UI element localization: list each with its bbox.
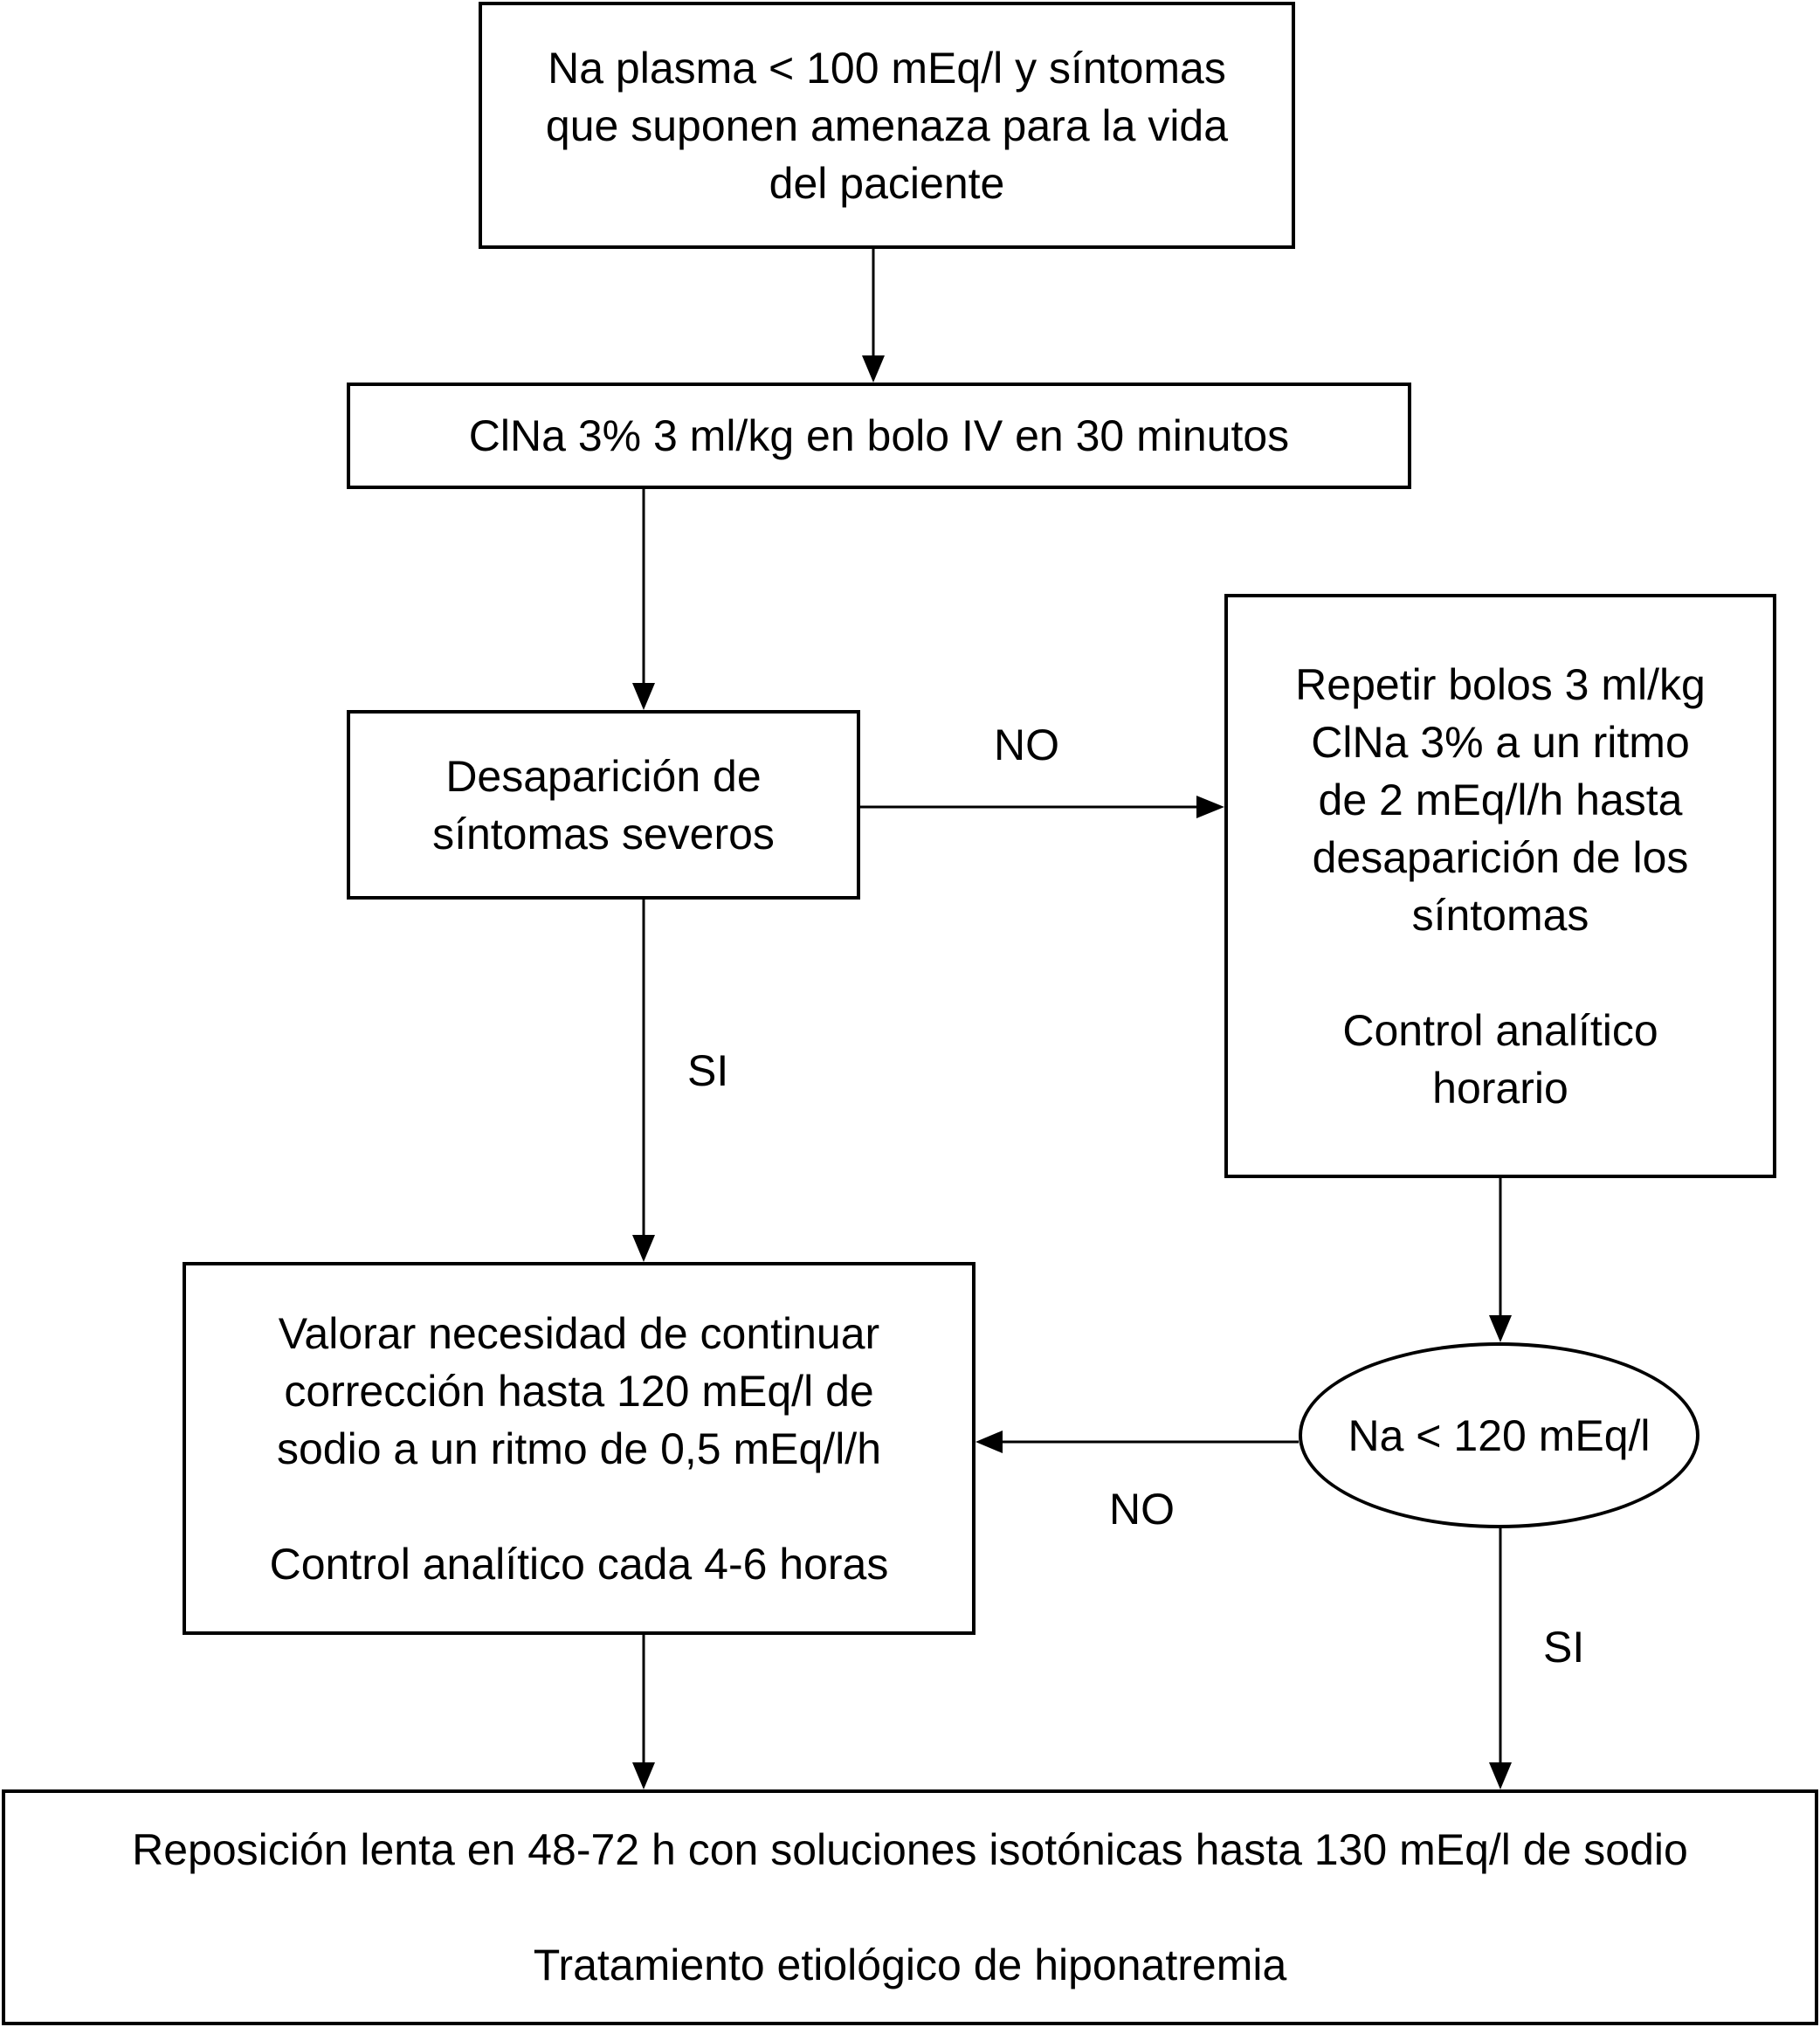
assess-correction-control: Control analítico cada 4-6 horas (269, 1539, 889, 1589)
edge-label-na-si: SI (1543, 1623, 1585, 1672)
arrowhead-assess-to-final (632, 1762, 655, 1789)
arrowhead-nacheck-to-assess (975, 1431, 1003, 1453)
arrowhead-start-to-bolus (862, 355, 885, 383)
arrowhead-decision-to-assess (632, 1235, 655, 1262)
repeat-bolus-line-2: ClNa 3% a un ritmo (1311, 717, 1690, 767)
start-node: Na plasma < 100 mEq/l y síntomas que sup… (479, 2, 1295, 249)
na-check-text: Na < 120 mEq/l (1348, 1410, 1651, 1460)
start-line-2: que suponen amenaza para la vida (545, 100, 1229, 150)
arrowhead-bolus-to-decision (632, 683, 655, 710)
edge-label-symptoms-si: SI (687, 1046, 729, 1095)
na-check-node: Na < 120 mEq/l (1299, 1342, 1699, 1528)
repeat-bolus-line-3: de 2 mEq/l/h hasta (1318, 775, 1683, 824)
bolus-text: ClNa 3% 3 ml/kg en bolo IV en 30 minutos (468, 411, 1290, 460)
assess-correction-line-1: Valorar necesidad de continuar (278, 1308, 880, 1358)
repeat-bolus-line-4: desaparición de los (1312, 832, 1689, 882)
bolus-node: ClNa 3% 3 ml/kg en bolo IV en 30 minutos (347, 383, 1411, 489)
symptoms-decision-node: Desaparición de síntomas severos (347, 710, 860, 900)
symptoms-decision-line-2: síntomas severos (432, 809, 775, 858)
repeat-bolus-line-5: síntomas (1411, 890, 1589, 940)
repeat-bolus-control-1: Control analítico (1342, 1005, 1658, 1055)
arrowhead-decision-to-repeat (1196, 796, 1224, 818)
edge-label-na-no: NO (1109, 1485, 1175, 1534)
repeat-bolus-control-2: horario (1432, 1063, 1568, 1113)
assess-correction-line-3: sodio a un ritmo de 0,5 mEq/l/h (276, 1424, 882, 1473)
final-line-2: Tratamiento etiológico de hiponatremia (533, 1941, 1287, 1989)
assess-correction-node: Valorar necesidad de continuar correcció… (183, 1262, 975, 1635)
assess-correction-line-2: corrección hasta 120 mEq/l de (284, 1366, 874, 1416)
arrowhead-nacheck-to-final (1489, 1762, 1512, 1789)
symptoms-decision-line-1: Desaparición de (445, 751, 762, 801)
final-node: Reposición lenta en 48-72 h con solucion… (2, 1789, 1818, 2025)
start-line-3: del paciente (769, 158, 1005, 208)
final-line-1: Reposición lenta en 48-72 h con solucion… (132, 1825, 1688, 1874)
repeat-bolus-line-1: Repetir bolos 3 ml/kg (1295, 659, 1706, 709)
edge-label-symptoms-no: NO (994, 720, 1059, 769)
arrowhead-repeat-to-nacheck (1489, 1315, 1512, 1342)
start-line-1: Na plasma < 100 mEq/l y síntomas (548, 43, 1226, 93)
repeat-bolus-node: Repetir bolos 3 ml/kg ClNa 3% a un ritmo… (1224, 594, 1776, 1178)
